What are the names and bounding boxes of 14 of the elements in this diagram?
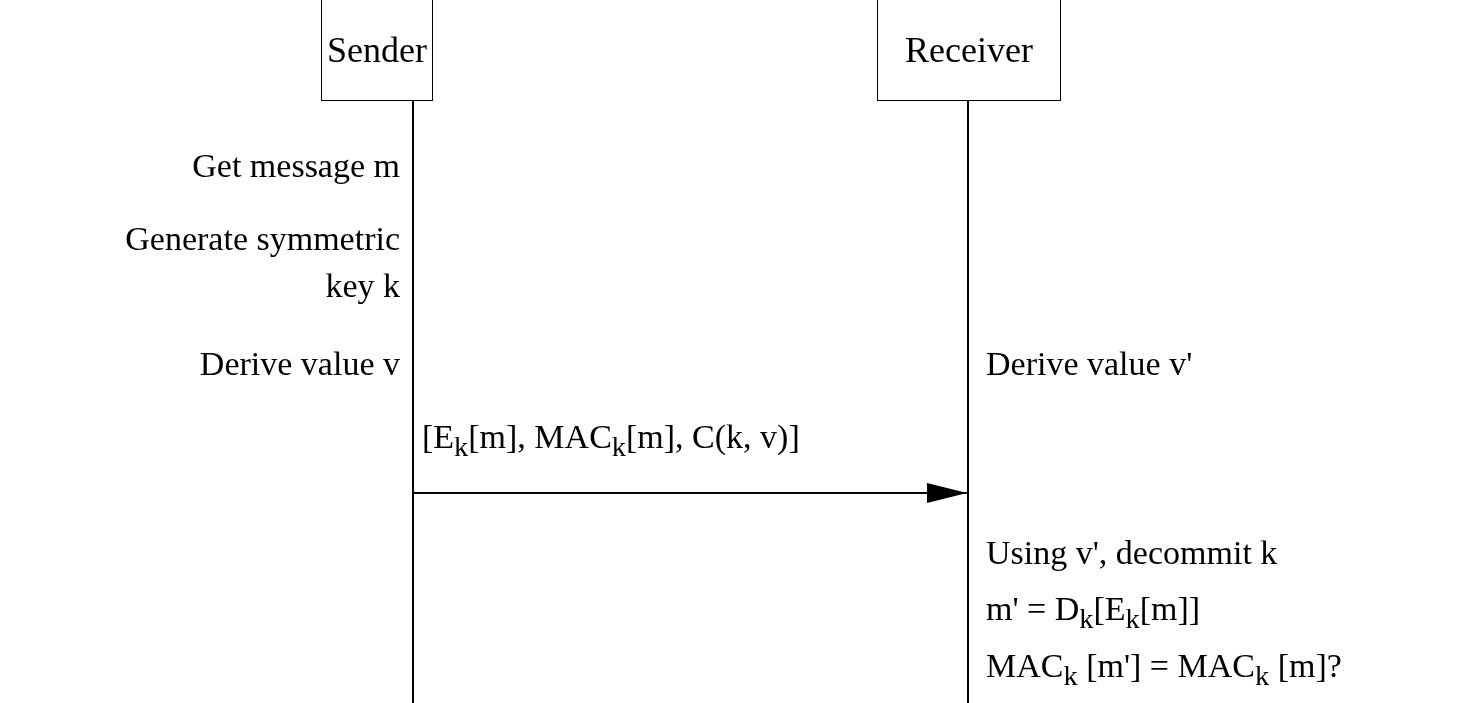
step-note: Derive value v xyxy=(198,344,400,384)
message-arrow xyxy=(413,483,968,503)
step-note: Derive value v' xyxy=(986,344,1194,384)
step-note: Get message m xyxy=(191,146,400,186)
lifeline-header-box xyxy=(321,0,433,101)
lifeline xyxy=(967,101,969,703)
participant-name: Sender xyxy=(327,28,427,71)
step-note: MAC$_{k}$ [m'] = MAC$_{k}$ [m]? xyxy=(986,646,1343,693)
lifeline-header-box xyxy=(877,0,1061,101)
step-note: Using v', decommit k xyxy=(986,533,1279,573)
step-note: m' = D$_{k}$[E$_{k}$[m]] xyxy=(986,589,1202,636)
lifeline xyxy=(412,101,414,703)
participant-name: Receiver xyxy=(905,28,1033,71)
step-note: Generate symmetric key k xyxy=(124,219,400,306)
